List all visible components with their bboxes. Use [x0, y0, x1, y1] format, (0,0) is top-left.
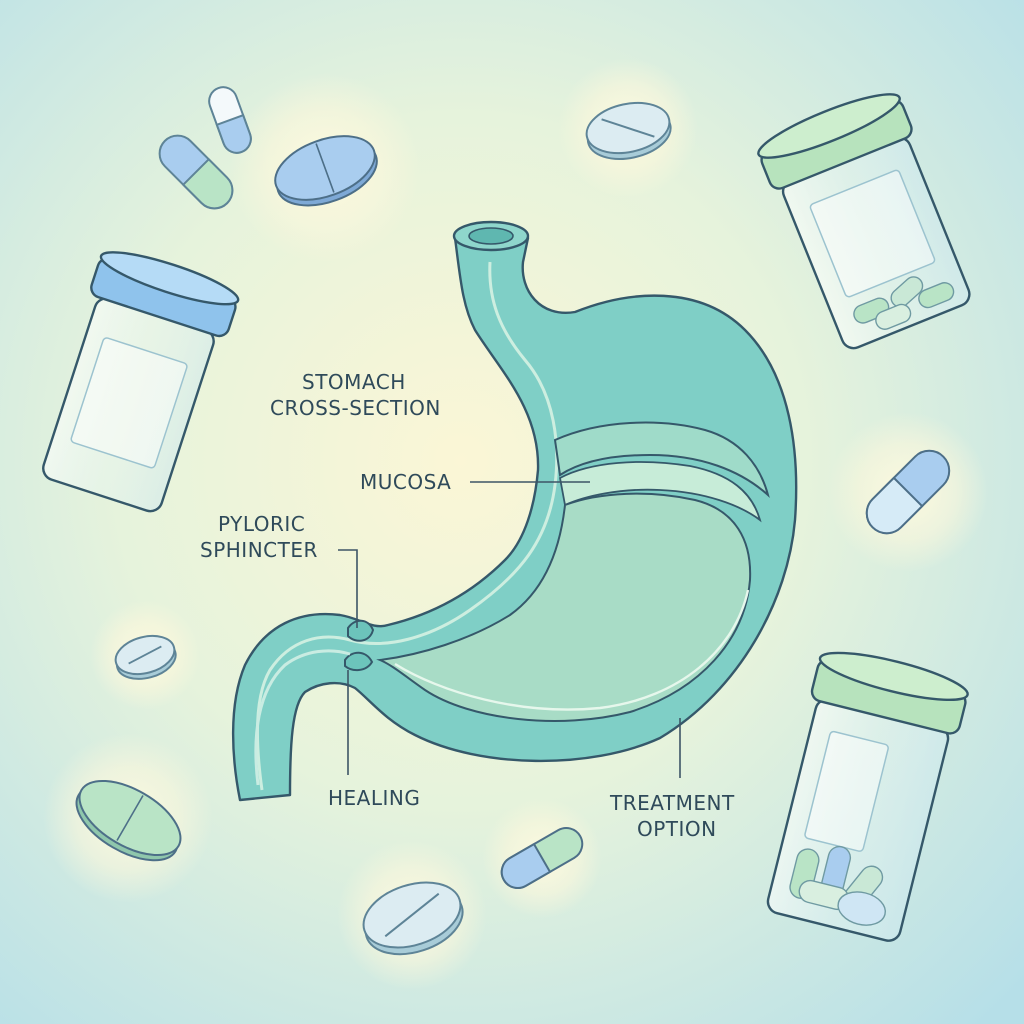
title-line-1: STOMACH: [302, 370, 406, 394]
pill-jar-blue-lid: [42, 251, 240, 513]
tablet: [114, 634, 177, 680]
capsule: [158, 134, 234, 210]
upper-lining: [553, 421, 770, 498]
pill-jar-green-lid-top: [757, 93, 971, 350]
healing-label: HEALING: [328, 786, 420, 810]
pyloric-sphincter-lower: [344, 651, 374, 672]
mucosa-label: MUCOSA: [360, 470, 451, 494]
jar-pills-bottom: [789, 845, 887, 926]
jar-pills-top: [853, 276, 955, 330]
tablet: [585, 101, 672, 160]
stomach-lumen: [376, 492, 752, 722]
tablet: [75, 779, 182, 862]
labels: STOMACH CROSS-SECTION MUCOSA PYLORIC SPH…: [200, 370, 735, 841]
capsule: [500, 827, 584, 889]
title-line-2: CROSS-SECTION: [270, 396, 441, 420]
tablet: [274, 135, 378, 207]
pyloric-sphincter: [347, 619, 375, 642]
pyloric-label-line-1: PYLORIC: [218, 512, 305, 536]
stomach-wall-band: [255, 261, 559, 791]
lumen-rim: [394, 589, 750, 711]
pill-jar-green-lid-bottom: [766, 651, 969, 942]
treatment-label-line-2: OPTION: [637, 817, 717, 841]
capsule: [865, 449, 951, 535]
loose-pills: [75, 86, 951, 956]
tablet: [362, 881, 464, 956]
esophagus-lumen: [468, 227, 514, 245]
pyloric-label-line-2: SPHINCTER: [200, 538, 318, 562]
capsule: [208, 86, 252, 154]
duodenum-highlight: [254, 649, 351, 786]
mucosa-layer: [558, 461, 762, 523]
treatment-label-line-1: TREATMENT: [609, 791, 735, 815]
stomach-diagram: [231, 220, 798, 802]
leader-lines: [338, 481, 681, 778]
pyloric-leader: [338, 549, 358, 628]
